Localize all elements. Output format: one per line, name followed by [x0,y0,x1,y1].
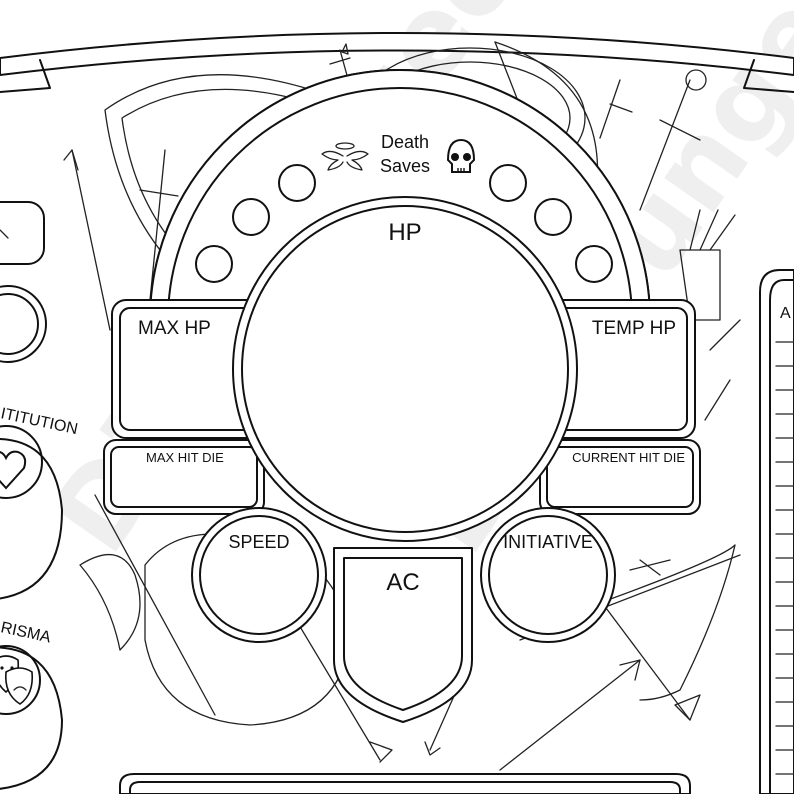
death-saves-header: Death Saves [321,132,476,176]
right-panel-lines [775,341,794,775]
death-save-success-1[interactable] [278,164,316,202]
angel-wings-icon [321,142,369,171]
death-save-failure-3[interactable] [575,245,613,283]
left-ability-box-top[interactable] [0,201,45,265]
hp-circle[interactable]: HP [232,196,578,542]
max-hp-box[interactable]: MAX HP [111,299,263,439]
death-saves-title-line1: Death [381,132,429,152]
max-hit-die-label: MAX HIT DIE [146,450,224,465]
heart-icon [0,450,27,490]
banner-left-curl [0,59,51,93]
left-ability-circle[interactable] [0,285,47,363]
bottom-box[interactable] [119,773,691,794]
death-save-failure-1[interactable] [489,164,527,202]
current-hit-die-box[interactable]: CURRENT HIT DIE [539,439,701,515]
speed-circle[interactable]: SPEED [191,507,327,643]
death-save-success-2[interactable] [232,198,270,236]
hp-label: HP [388,219,421,246]
right-panel[interactable]: A [759,269,794,794]
current-hit-die-label: CURRENT HIT DIE [572,450,685,465]
banner-right-curl [743,59,794,93]
top-banner [0,32,794,76]
death-saves-title-line2: Saves [380,156,430,176]
death-save-failures [489,164,613,283]
speed-label: SPEED [228,532,289,552]
max-hp-label: MAX HP [138,318,211,339]
death-save-success-3[interactable] [195,245,233,283]
ac-label: AC [386,569,419,596]
death-save-successes [195,164,316,283]
theater-masks-icon [0,655,34,705]
skull-icon [446,138,476,173]
right-panel-label: A [780,305,791,322]
max-hit-die-box[interactable]: MAX HIT DIE [103,439,265,515]
death-save-failure-2[interactable] [534,198,572,236]
temp-hp-label: TEMP HP [592,318,676,339]
charisma-label: RISMA [0,619,53,646]
initiative-circle[interactable]: INITIATIVE [480,507,616,643]
ac-shield[interactable]: AC [333,547,473,723]
initiative-label: INITIATIVE [503,532,593,552]
constitution-label: ITITUTION [0,405,79,438]
